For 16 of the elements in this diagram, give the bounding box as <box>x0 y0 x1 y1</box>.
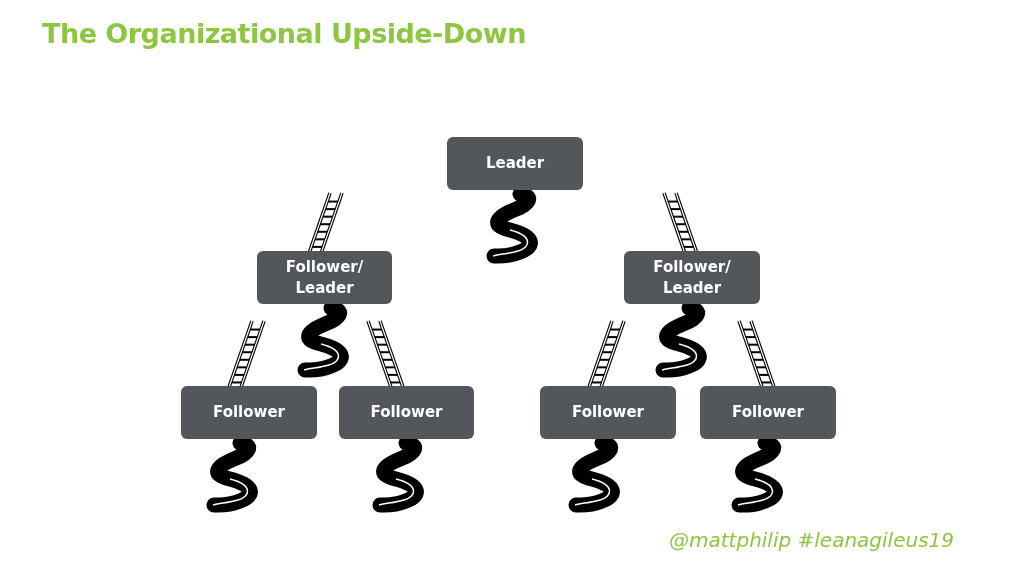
role-box <box>540 386 676 439</box>
role-label: Follower <box>572 402 644 423</box>
role-label: Follower/ Leader <box>652 256 732 299</box>
role-box <box>339 386 474 439</box>
role-box <box>181 386 317 439</box>
role-label: Follower <box>370 402 443 423</box>
role-box <box>624 251 760 304</box>
title: The Organizational Upside-Down <box>42 18 526 49</box>
role-label: Follower <box>732 402 804 423</box>
role-box <box>257 251 392 304</box>
role-label: Follower/ Leader <box>284 256 365 299</box>
role-label: Leader <box>485 153 545 174</box>
footer-note: @mattphilip #leanagileus19 <box>669 528 954 552</box>
role-box <box>700 386 836 439</box>
role-box <box>447 137 583 190</box>
role-label: Follower <box>213 402 285 423</box>
